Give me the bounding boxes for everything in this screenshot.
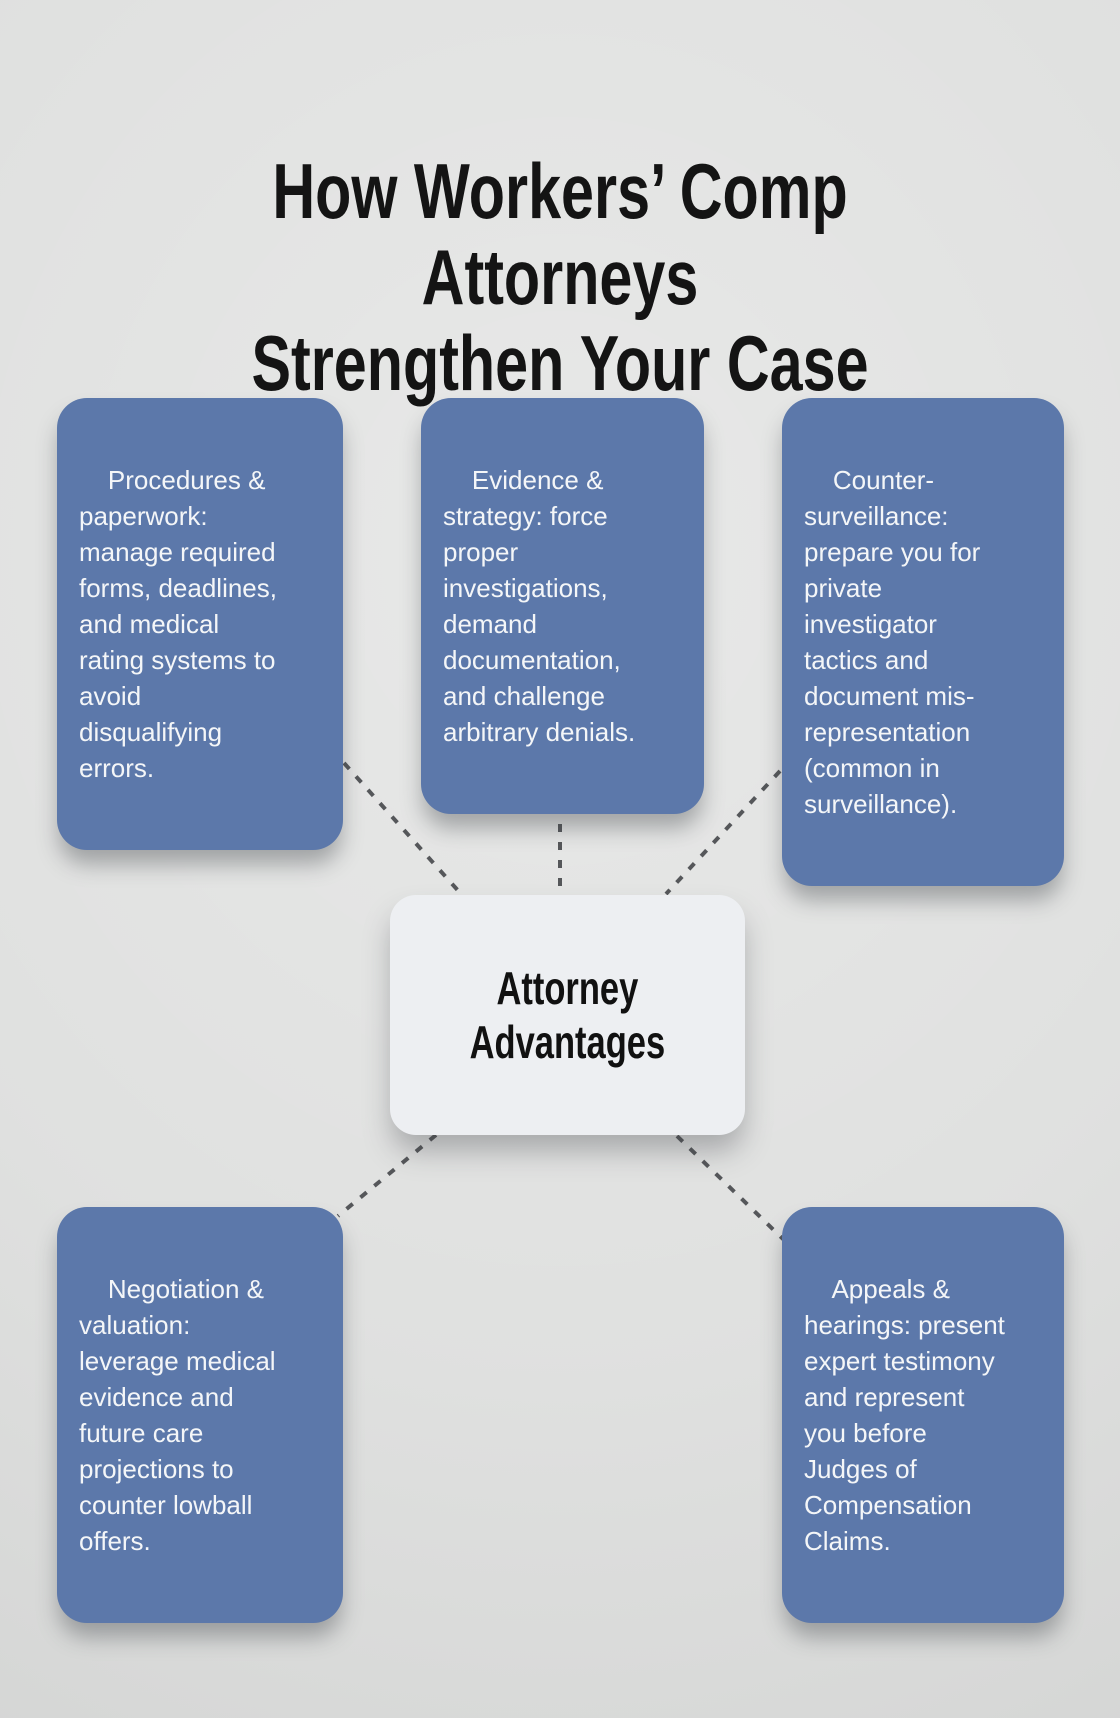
- node-evidence-strategy: Evidence & strategy: force proper invest…: [421, 398, 704, 814]
- center-node-label: Attorney Advantages: [469, 962, 666, 1068]
- page-title: How Workers’ Comp Attorneys Strengthen Y…: [251, 147, 869, 408]
- node-counter-surveillance: Counter- surveillance: prepare you for p…: [782, 398, 1064, 886]
- node-evidence-strategy-text: Evidence & strategy: force proper invest…: [443, 465, 636, 747]
- connector-line-negotiation: [336, 1133, 438, 1218]
- node-procedures-paperwork-text: Procedures & paperwork: manage required …: [79, 465, 277, 783]
- node-counter-surveillance-text: Counter- surveillance: prepare you for p…: [804, 465, 981, 819]
- node-appeals-hearings: Appeals & hearings: present expert testi…: [782, 1207, 1064, 1623]
- connector-line-appeals: [675, 1134, 786, 1242]
- node-negotiation-valuation: Negotiation & valuation: leverage medica…: [57, 1207, 343, 1623]
- connector-line-procedures: [342, 761, 464, 897]
- node-procedures-paperwork: Procedures & paperwork: manage required …: [57, 398, 343, 850]
- center-node: Attorney Advantages: [390, 895, 745, 1135]
- node-negotiation-valuation-text: Negotiation & valuation: leverage medica…: [79, 1274, 276, 1556]
- node-appeals-hearings-text: Appeals & hearings: present expert testi…: [804, 1274, 1005, 1556]
